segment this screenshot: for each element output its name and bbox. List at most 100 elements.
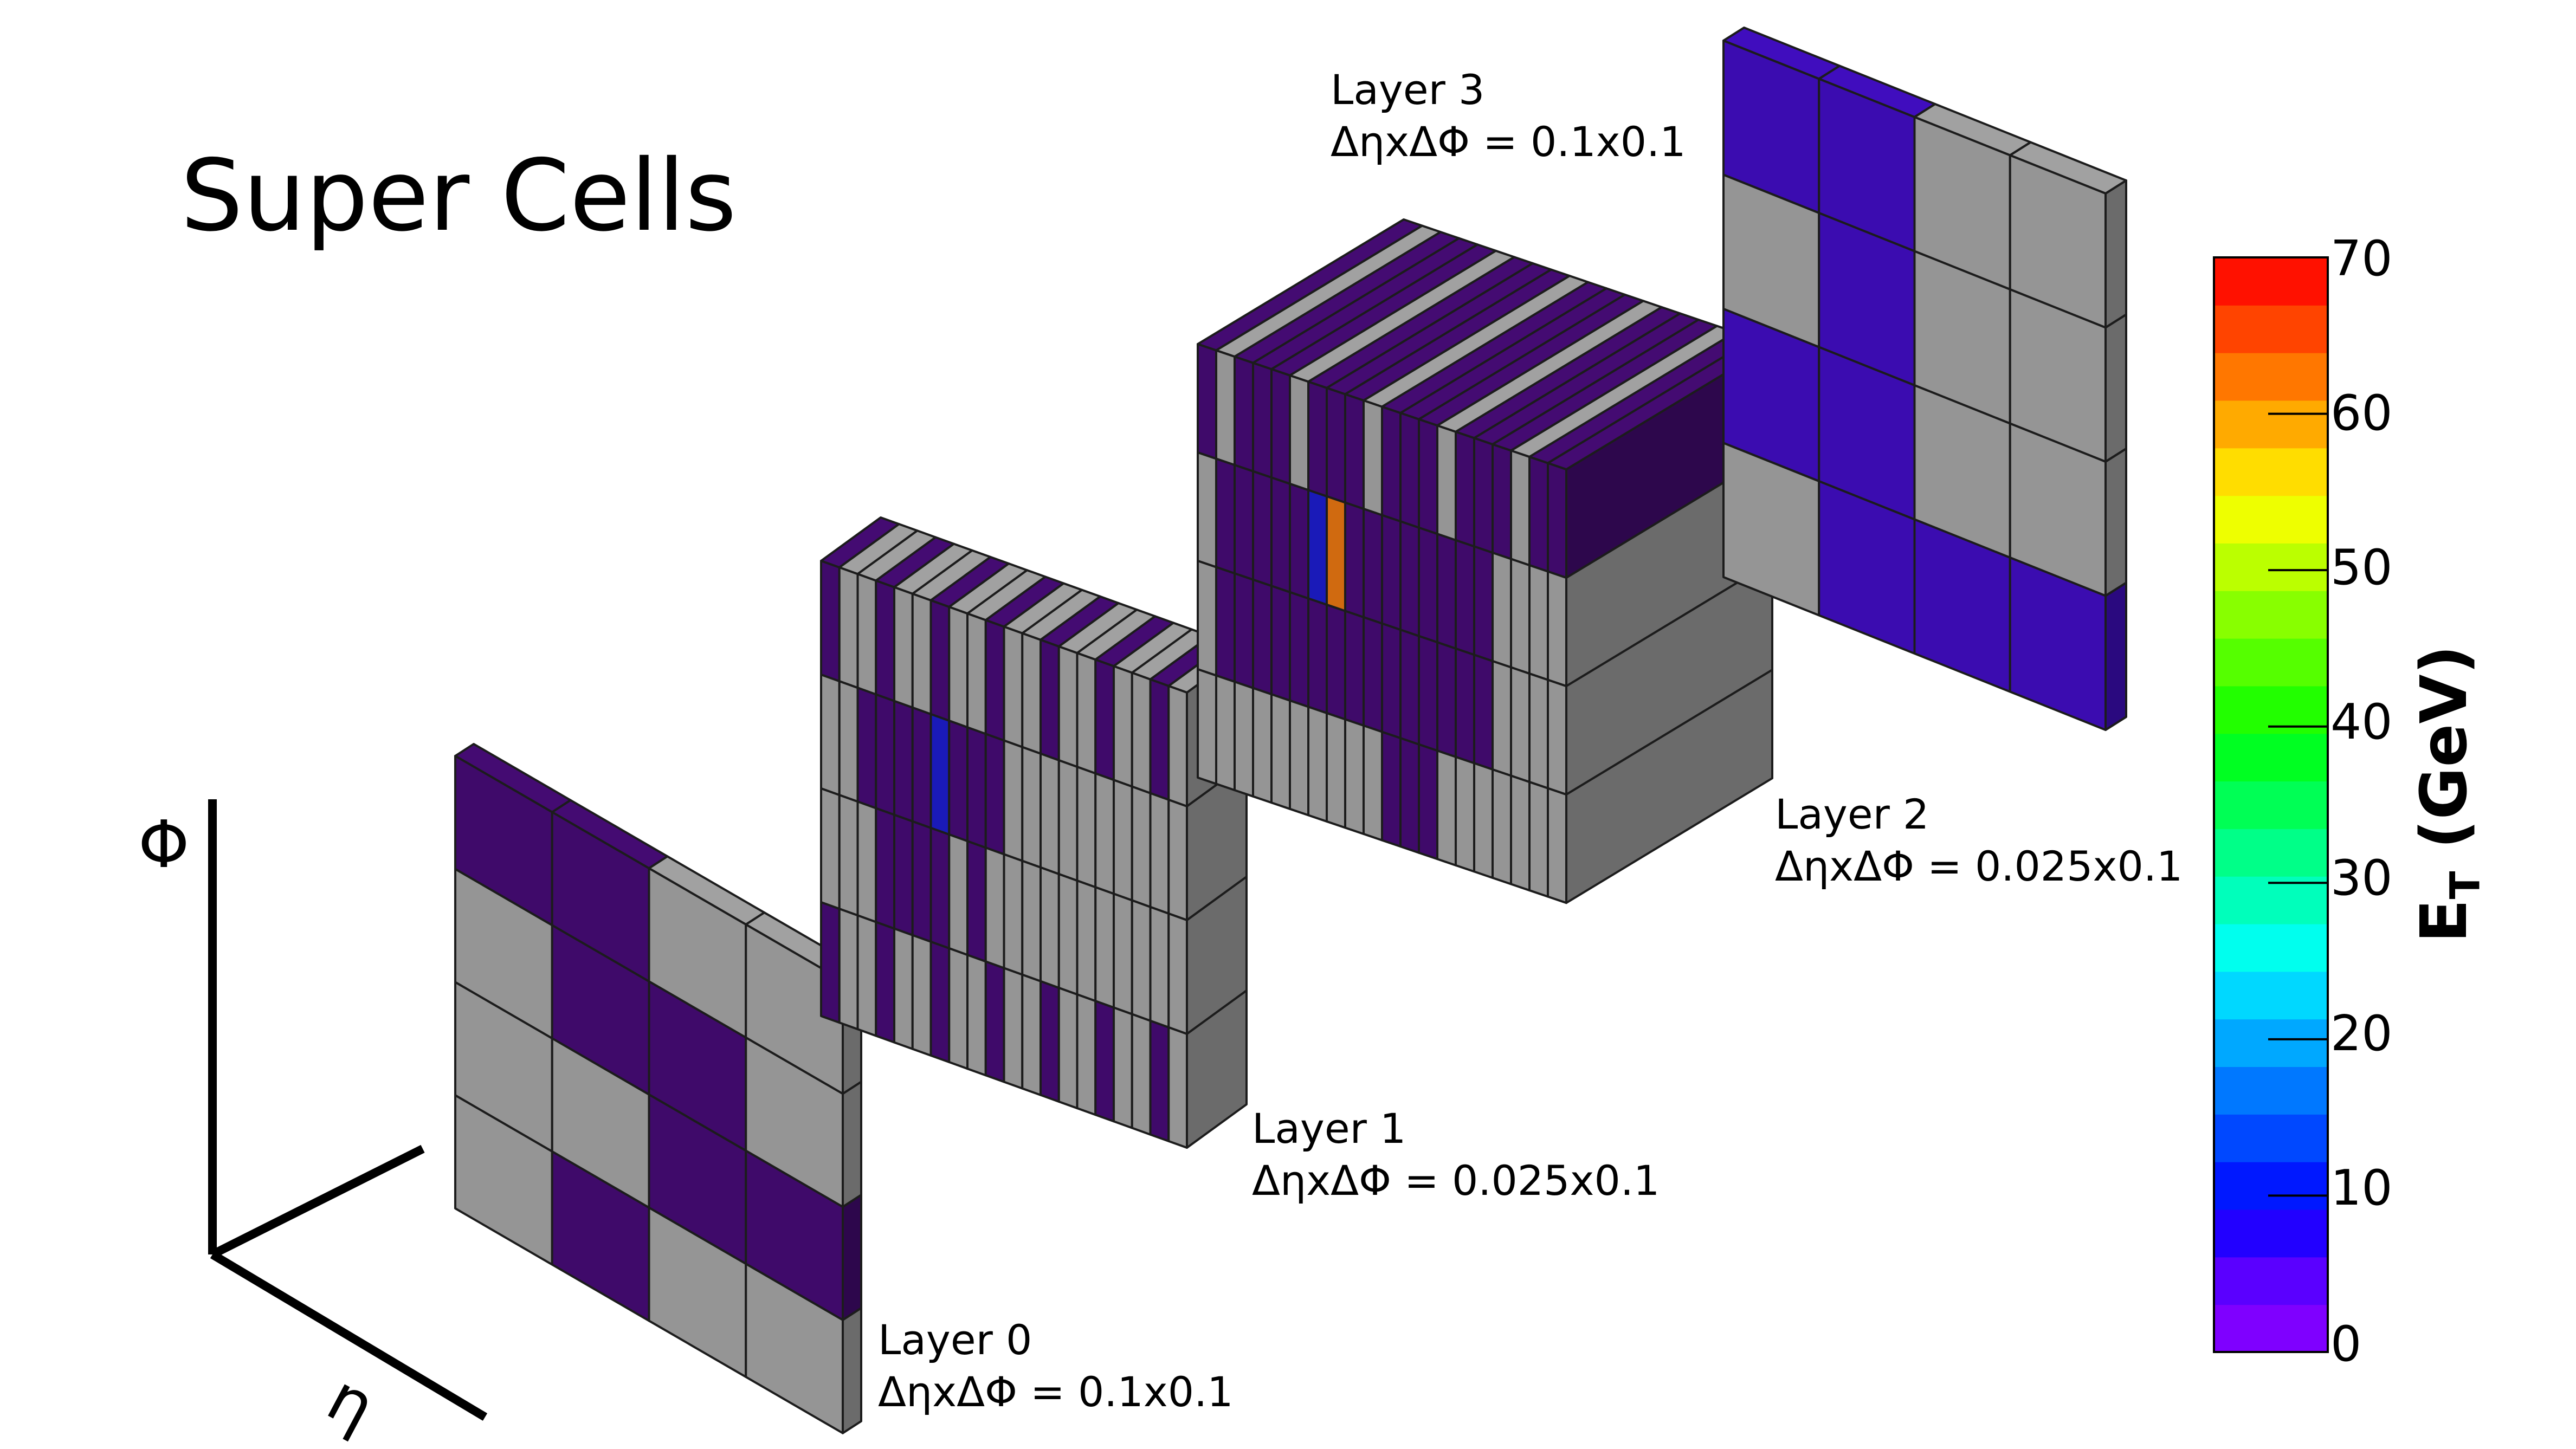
- front-cell: [875, 921, 895, 1044]
- colorbar-tick-label: 40: [2330, 694, 2393, 751]
- front-cell: [1436, 533, 1457, 650]
- front-cell: [1040, 752, 1060, 875]
- layer-1-name: Layer 1: [1252, 1104, 1406, 1153]
- front-cell: [875, 579, 895, 702]
- front-cell: [1510, 774, 1531, 892]
- front-cell: [1167, 798, 1188, 921]
- front-cell: [1363, 725, 1383, 842]
- front-cell: [966, 954, 987, 1077]
- front-cell: [1399, 520, 1420, 637]
- front-cell: [966, 612, 987, 735]
- front-cell: [1197, 451, 1217, 568]
- front-cell: [1057, 872, 1079, 996]
- front-cell: [1307, 380, 1328, 497]
- front-cell: [1252, 470, 1273, 587]
- front-cell: [1197, 560, 1217, 677]
- front-cell: [1455, 539, 1475, 656]
- colorbar-bin: [2214, 448, 2328, 496]
- front-cell: [1344, 610, 1365, 727]
- colorbar-bin: [2214, 257, 2328, 306]
- layer-1-label: Layer 1 ΔηxΔΦ = 0.025x0.1: [1252, 1103, 1660, 1207]
- front-cell: [1215, 674, 1236, 792]
- layer-1-box: [820, 516, 1248, 1149]
- layer-0-label: Layer 0 ΔηxΔΦ = 0.1x0.1: [878, 1314, 1234, 1418]
- front-cell: [1021, 746, 1042, 869]
- front-cell: [1057, 645, 1079, 768]
- front-cell: [1076, 652, 1097, 775]
- front-cell: [929, 599, 951, 722]
- colorbar-tick-label: 20: [2330, 1005, 2393, 1062]
- front-cell: [1326, 495, 1346, 612]
- colorbar-bin: [2214, 1257, 2328, 1305]
- colorbar-label-sub: T: [2441, 871, 2489, 900]
- front-cell: [1252, 361, 1273, 479]
- calorimeter-layers: [454, 27, 2127, 1434]
- front-cell: [1418, 418, 1438, 535]
- front-cell: [1455, 755, 1475, 873]
- front-cell: [1252, 687, 1273, 804]
- front-cell: [856, 687, 877, 810]
- front-cell: [948, 947, 969, 1070]
- front-cell: [893, 700, 914, 823]
- front-cell: [1040, 866, 1060, 989]
- front-cell: [1399, 737, 1420, 854]
- front-cell: [984, 733, 1005, 856]
- front-cell: [1473, 437, 1494, 554]
- eta-axis: [210, 1251, 488, 1421]
- front-cell: [929, 940, 951, 1064]
- colorbar-bin: [2214, 495, 2328, 544]
- front-cell: [984, 619, 1005, 742]
- colorbar-title: ET (GeV): [2406, 645, 2489, 943]
- front-cell: [1344, 718, 1365, 836]
- front-cell: [1326, 386, 1346, 504]
- front-cell: [1131, 785, 1152, 908]
- front-cell: [1307, 706, 1328, 823]
- front-cell: [1270, 585, 1291, 702]
- front-cell: [1131, 671, 1152, 794]
- front-cell: [820, 674, 841, 797]
- layer-3-granularity: ΔηxΔΦ = 0.1x0.1: [1331, 118, 1686, 166]
- front-cell: [911, 706, 932, 829]
- front-cell: [1040, 638, 1060, 761]
- front-cell: [1418, 526, 1438, 644]
- phi-axis-label: Φ: [138, 807, 190, 883]
- colorbar-bin: [2214, 971, 2328, 1020]
- colorbar-bin: [2214, 828, 2328, 877]
- front-cell: [1510, 666, 1531, 784]
- front-cell: [1528, 456, 1549, 573]
- colorbar-bin: [2214, 1161, 2328, 1210]
- colorbar-bin: [2214, 923, 2328, 972]
- front-cell: [1436, 424, 1457, 541]
- front-cell: [1003, 739, 1024, 862]
- front-cell: [893, 813, 914, 936]
- front-cell: [1076, 879, 1097, 1002]
- front-cell: [1381, 622, 1402, 740]
- front-cell: [948, 833, 969, 956]
- side-cell: [842, 1306, 862, 1434]
- front-cell: [1040, 980, 1060, 1103]
- front-cell: [1326, 603, 1346, 721]
- front-cell: [856, 573, 877, 696]
- front-cell: [984, 960, 1005, 1083]
- front-cell: [1510, 449, 1531, 567]
- front-cell: [838, 908, 859, 1031]
- front-cell: [820, 787, 841, 910]
- front-cell: [1289, 482, 1309, 600]
- layer-2-name: Layer 2: [1775, 790, 1929, 838]
- front-cell: [838, 680, 859, 803]
- colorbar-tick-label: 30: [2330, 850, 2393, 907]
- front-cell: [2009, 557, 2107, 731]
- front-cell: [1492, 551, 1512, 669]
- layer-3-box: [1722, 27, 2127, 731]
- front-cell: [1131, 1013, 1152, 1136]
- colorbar-tick-label: 50: [2330, 539, 2393, 596]
- front-cell: [1381, 730, 1402, 848]
- front-cell: [893, 586, 914, 709]
- front-cell: [911, 934, 932, 1057]
- front-cell: [1094, 886, 1115, 1009]
- layer-3-name: Layer 3: [1331, 66, 1485, 114]
- front-cell: [1289, 591, 1309, 708]
- front-cell: [1473, 545, 1494, 662]
- front-cell: [1094, 658, 1115, 781]
- colorbar-bin: [2214, 1304, 2328, 1353]
